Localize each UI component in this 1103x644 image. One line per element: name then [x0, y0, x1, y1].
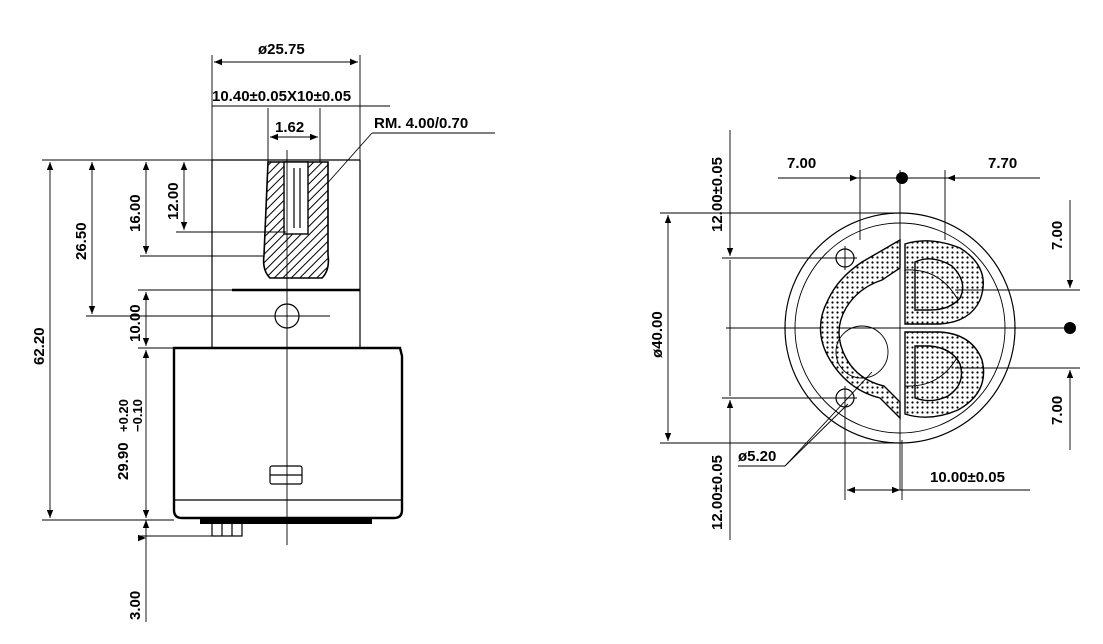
- center-mark-right: [1064, 322, 1076, 334]
- dim-label-hole-diameter: ø5.20: [738, 448, 776, 465]
- dim-top-upper: 12.00±0.05: [709, 130, 845, 259]
- dim-label-right-offset: 7.70: [988, 155, 1017, 172]
- dim-slot-depth: 12.00: [165, 162, 286, 233]
- dim-label-bottom-lower: 12.00±0.05: [709, 455, 726, 530]
- dim-label-left-offset: 7.00: [787, 155, 816, 172]
- port-left: [819, 238, 901, 420]
- bottom-view: 7.00 7.70 ø40.00 12.00±0.05 12.00±0.05 7…: [649, 130, 1080, 540]
- dim-label-base-pin-height: 3.00: [127, 591, 144, 620]
- dim-center-offset: 10.00±0.05: [844, 408, 1030, 500]
- dim-slot-width: 1.62: [267, 108, 321, 165]
- side-view: ø25.75 10.40±0.05X10±0.05 1.62 RM. 4.00/…: [31, 41, 495, 622]
- dim-label-slot-depth: 12.00: [165, 182, 182, 220]
- dim-neck-height: 10.00: [127, 289, 232, 349]
- dim-spline: 10.40±0.05X10±0.05: [212, 88, 390, 107]
- dim-label-neck-height: 10.00: [127, 304, 144, 342]
- dim-label-overall-height: 62.20: [31, 327, 48, 365]
- dim-label-spline: 10.40±0.05X10±0.05: [212, 88, 351, 105]
- dim-right-upper: 7.00: [955, 200, 1080, 291]
- dim-diameter: ø40.00: [649, 212, 900, 444]
- dim-right-lower: 7.00: [955, 367, 1080, 450]
- dim-label-radius-note: RM. 4.00/0.70: [374, 115, 468, 132]
- dim-label-body-tol-minus: −0.10: [130, 399, 145, 432]
- dim-label-center-offset: 10.00±0.05: [930, 469, 1005, 486]
- stem: [154, 150, 361, 545]
- dim-label-top-upper: 12.00±0.05: [709, 157, 726, 232]
- port-right-lower: [904, 331, 985, 418]
- dim-label-slot-width: 1.62: [275, 119, 304, 136]
- dim-spline-depth: 16.00: [127, 162, 264, 257]
- dim-top-offsets: 7.00 7.70: [778, 155, 1040, 240]
- dim-base-pin-height: 3.00: [127, 520, 212, 622]
- dim-label-diameter: ø40.00: [649, 311, 666, 358]
- dim-overall-height: 62.20: [31, 159, 212, 521]
- dim-bottom-lower: 12.00±0.05: [709, 260, 845, 540]
- dim-label-stem-height: 26.50: [73, 222, 90, 260]
- dim-label-spline-depth: 16.00: [127, 194, 144, 232]
- dim-label-body-tol-plus: +0.20: [116, 399, 131, 432]
- dim-radius-note: RM. 4.00/0.70: [307, 115, 495, 206]
- cartridge-body: [172, 346, 404, 537]
- dim-body-height: 29.90 +0.20 −0.10: [115, 350, 150, 518]
- dim-hole-diameter: ø5.20: [738, 371, 873, 467]
- base-pin: [211, 521, 243, 537]
- dim-stem-height: 26.50: [73, 162, 154, 317]
- dim-label-body-height: 29.90: [115, 442, 132, 480]
- dim-label-top-diameter: ø25.75: [258, 41, 305, 58]
- dim-label-right-upper: 7.00: [1049, 221, 1066, 250]
- dim-label-right-lower: 7.00: [1049, 396, 1066, 425]
